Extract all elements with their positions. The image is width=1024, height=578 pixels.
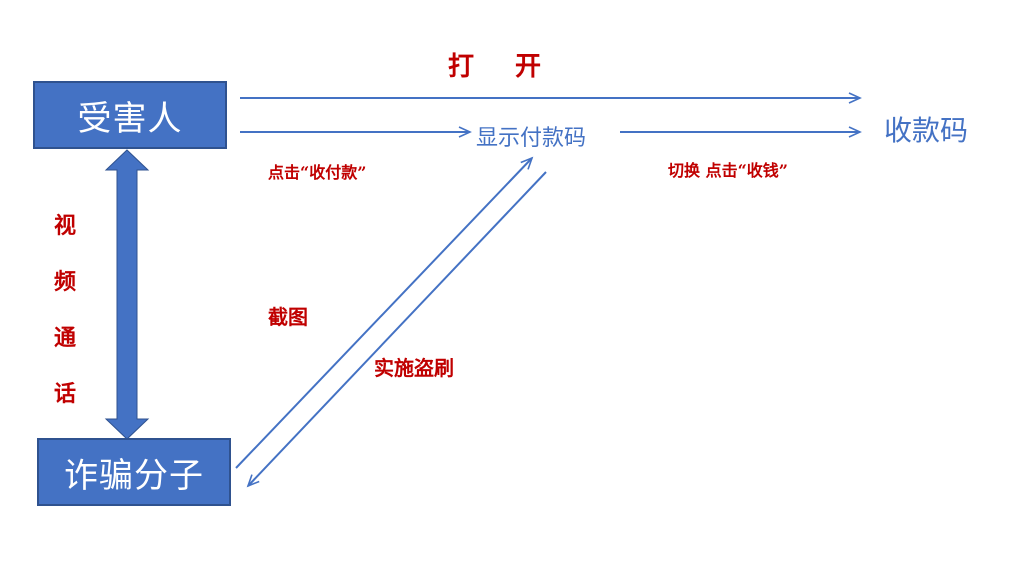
video-call-char: 视 bbox=[53, 213, 76, 239]
video-call-char: 频 bbox=[53, 269, 76, 295]
victim-label: 受害人 bbox=[77, 98, 183, 139]
arrow-fraudster-to-show-code bbox=[235, 156, 534, 469]
victim-node: 受害人 bbox=[33, 81, 227, 149]
open-label: 打 开 bbox=[448, 52, 558, 82]
click-pay-label: 点击“收付款” bbox=[268, 163, 367, 182]
theft-label: 实施盗刷 bbox=[374, 356, 454, 380]
receive-code-node: 收款码 bbox=[884, 114, 969, 147]
arrow-show-code-to-fraudster bbox=[246, 171, 547, 488]
video-call-double-arrow bbox=[104, 149, 150, 440]
fraudster-node: 诈骗分子 bbox=[37, 438, 231, 506]
switch-label: 切换 点击“收钱” bbox=[668, 161, 788, 180]
video-call-char: 通 bbox=[53, 325, 76, 351]
fraudster-label: 诈骗分子 bbox=[64, 455, 204, 496]
video-call-char: 话 bbox=[53, 381, 76, 407]
show-payment-code-node: 显示付款码 bbox=[476, 126, 587, 151]
screenshot-label: 截图 bbox=[268, 305, 308, 329]
video-call-label: 视 频 通 话 bbox=[48, 206, 82, 430]
